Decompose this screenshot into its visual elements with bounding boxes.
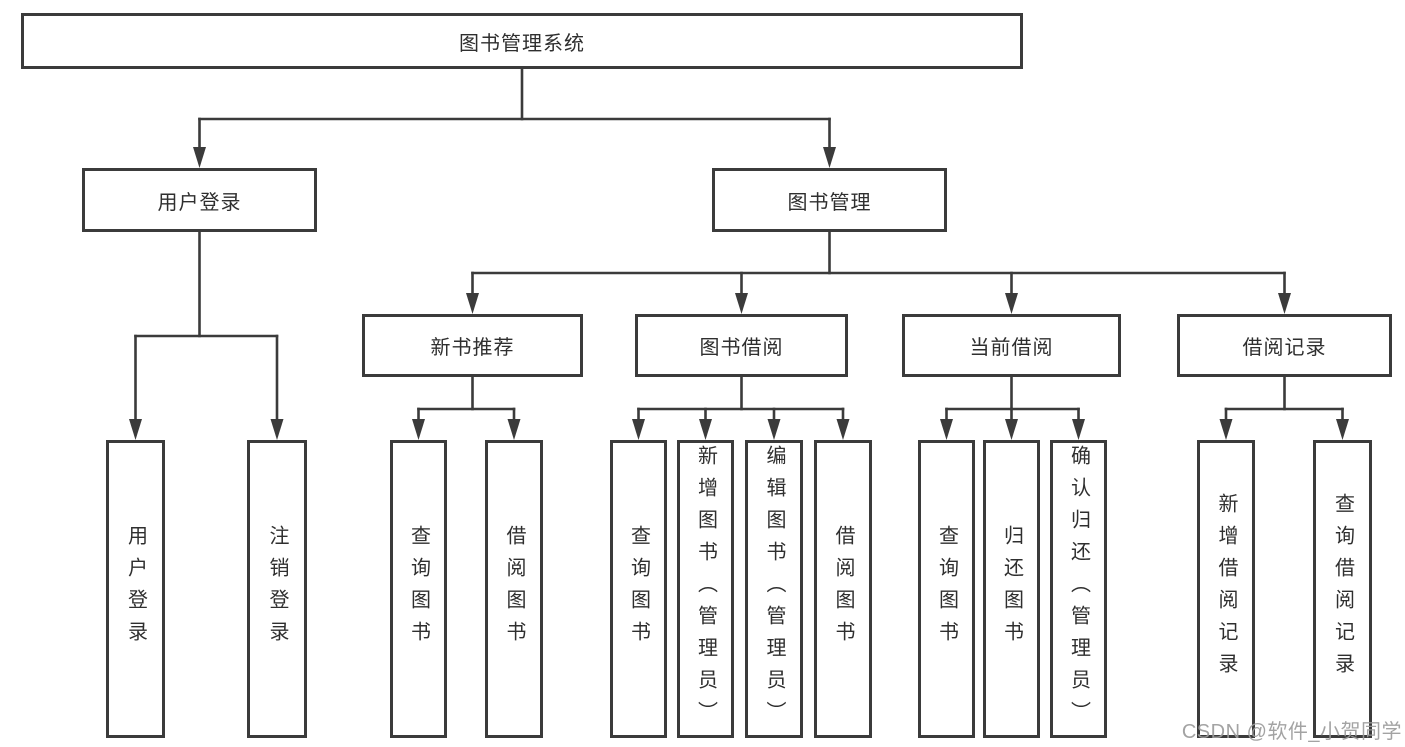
node-current-borrow: 当前借阅 <box>902 314 1121 377</box>
node-br-add: 新增借阅记录 <box>1197 440 1255 738</box>
node-login: 用户登录 <box>106 440 165 738</box>
node-bb-query: 查询图书 <box>610 440 667 738</box>
node-label: 新书推荐 <box>430 337 515 359</box>
node-cb-return: 归还图书 <box>983 440 1040 738</box>
watermark: CSDN @软件_小贺同学 <box>1181 721 1402 743</box>
node-cb-query: 查询图书 <box>918 440 975 738</box>
node-root: 图书管理系统 <box>21 13 1023 69</box>
node-label: 查询图书 <box>935 525 958 653</box>
node-label: 借阅记录 <box>1242 337 1327 359</box>
node-label: 查询图书 <box>627 525 650 653</box>
node-label: 确认归还（管理员） <box>1067 445 1090 733</box>
node-label: 图书管理系统 <box>459 32 585 55</box>
node-label: 用户登录 <box>124 525 147 653</box>
node-user-login: 用户登录 <box>82 168 317 232</box>
node-new-book-rec: 新书推荐 <box>362 314 583 377</box>
node-br-query: 查询借阅记录 <box>1313 440 1372 738</box>
node-label: 图书借阅 <box>699 337 784 359</box>
node-bb-borrow: 借阅图书 <box>814 440 872 738</box>
node-label: 编辑图书（管理员） <box>763 445 785 733</box>
node-label: 借阅图书 <box>503 525 525 653</box>
node-label: 新增借阅记录 <box>1215 493 1237 685</box>
node-book-mgmt: 图书管理 <box>712 168 947 232</box>
node-cb-confirm: 确认归还（管理员） <box>1050 440 1107 738</box>
node-label: 新增图书（管理员） <box>694 445 717 733</box>
node-nbr-query: 查询图书 <box>390 440 447 738</box>
node-label: 查询借阅记录 <box>1331 493 1354 685</box>
node-label: 归还图书 <box>1000 525 1023 653</box>
node-book-borrow: 图书借阅 <box>635 314 848 377</box>
node-label: 当前借阅 <box>969 337 1054 359</box>
node-label: 注销登录 <box>266 525 288 653</box>
node-logout: 注销登录 <box>247 440 307 738</box>
node-label: 查询图书 <box>407 525 430 653</box>
node-borrow-record: 借阅记录 <box>1177 314 1392 377</box>
node-label: 借阅图书 <box>832 525 854 653</box>
node-label: 用户登录 <box>157 191 242 214</box>
node-bb-add: 新增图书（管理员） <box>677 440 734 738</box>
node-label: 图书管理 <box>787 191 872 214</box>
node-bb-edit: 编辑图书（管理员） <box>745 440 803 738</box>
node-nbr-borrow: 借阅图书 <box>485 440 543 738</box>
